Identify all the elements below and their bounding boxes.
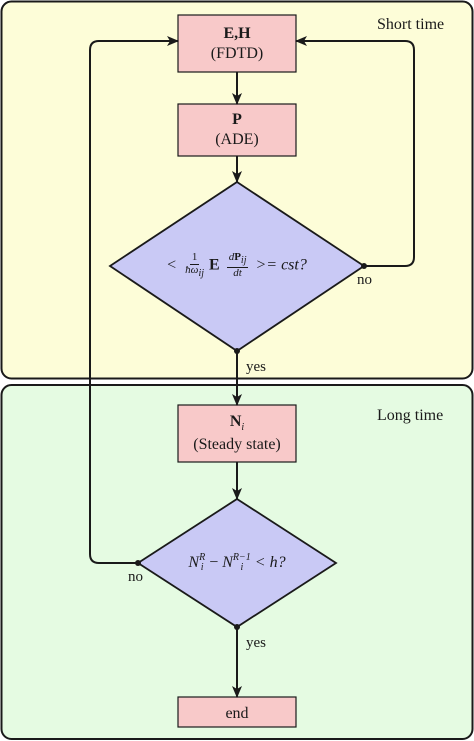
ade-box [177, 103, 297, 157]
edge-decision1-no-loop [295, 36, 415, 267]
decision2-no-label: no [128, 569, 143, 585]
decision2-no-dot [135, 560, 141, 566]
decision2-yes-dot [234, 624, 240, 630]
fdtd-box [177, 14, 297, 73]
decision1-yes-dot [234, 348, 240, 354]
decision1-yes-label: yes [246, 359, 266, 375]
decision1-no-dot [361, 263, 367, 269]
edge-decision2-no-loop [89, 36, 179, 564]
steady-state-box [177, 404, 297, 463]
long-time-label: Long time [377, 407, 443, 424]
short-time-label: Short time [377, 16, 444, 33]
decision1-no-label: no [357, 272, 372, 288]
end-box [177, 696, 297, 728]
decision2-yes-label: yes [246, 635, 266, 651]
end-label: end [225, 705, 248, 722]
